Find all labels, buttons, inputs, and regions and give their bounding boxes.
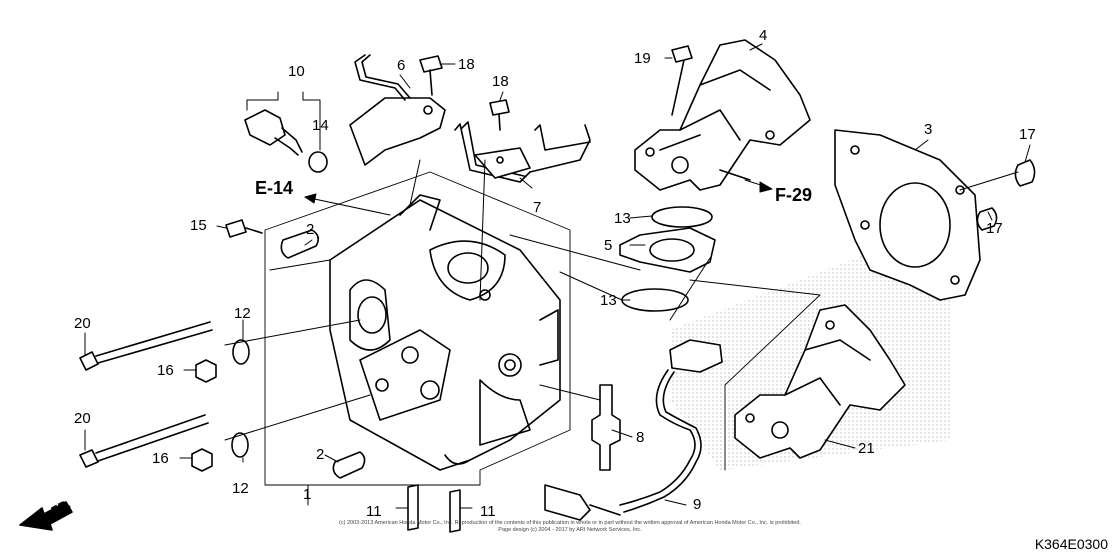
bolt-18-lower	[489, 99, 510, 131]
callout-17: 17	[986, 220, 1003, 237]
nut-16-upper	[195, 359, 217, 383]
callout-10: 10	[288, 63, 305, 80]
callout-15: 15	[190, 217, 207, 234]
stud-bolt-20-lower	[79, 414, 209, 468]
o-ring-14	[308, 151, 328, 173]
callout-21: 21	[858, 440, 875, 457]
callout-5: 5	[604, 237, 613, 254]
callout-12: 12	[232, 480, 249, 497]
throttle-body-assy-21	[734, 304, 906, 459]
callout-4: 4	[759, 27, 768, 44]
callout-2: 2	[316, 446, 325, 463]
cylinder-gasket-3	[834, 129, 981, 301]
bolt-15	[225, 219, 263, 238]
callout-6: 6	[397, 57, 406, 74]
stud-11-left	[407, 484, 419, 531]
callout-20: 20	[74, 315, 91, 332]
callout-19: 19	[634, 50, 651, 67]
callout-11: 11	[480, 503, 496, 520]
callout-16: 16	[152, 450, 169, 467]
ref-e14: E-14	[255, 178, 294, 198]
copyright-notice: (c) 2003-2013 American Honda Motor Co., …	[290, 520, 850, 534]
callout-7: 7	[533, 199, 542, 216]
gasket-5	[619, 227, 716, 273]
callout-3: 3	[924, 121, 933, 138]
stud-bolt-20-upper	[79, 321, 213, 371]
diagram-code: K364E0300	[1034, 536, 1108, 552]
callout-13: 13	[600, 292, 617, 309]
washer-12-upper	[232, 339, 250, 365]
nut-16-lower	[191, 448, 213, 472]
callout-18: 18	[492, 73, 509, 90]
dowel-17-lower	[976, 207, 998, 231]
callout-2: 2	[306, 221, 315, 238]
callout-17: 17	[1019, 126, 1036, 143]
copyright-line-1: (c) 2003-2013 American Honda Motor Co., …	[339, 520, 801, 526]
callout-11: 11	[366, 503, 382, 520]
bolt-19	[671, 45, 693, 116]
callout-9: 9	[693, 496, 702, 513]
temp-sensor-10	[244, 109, 303, 156]
washer-12-lower	[231, 432, 249, 458]
ref-f29: F-29	[775, 185, 813, 205]
copyright-line-2: Page design (c) 2004 - 2017 by ARI Netwo…	[498, 527, 642, 533]
front-arrow-icon	[19, 501, 73, 531]
bolt-18-upper	[419, 55, 443, 96]
callout-14: 14	[312, 117, 329, 134]
cylinder-head	[329, 194, 561, 471]
dowel-17-upper	[1014, 159, 1036, 187]
gasket-5-bore	[649, 238, 695, 262]
spark-plug-8	[591, 384, 621, 471]
dowel-pin-upper	[280, 229, 320, 259]
throttle-body-4	[634, 39, 811, 191]
callout-13: 13	[614, 210, 631, 227]
callout-18: 18	[458, 56, 475, 73]
callout-12: 12	[234, 305, 251, 322]
assembly-21-bracket	[724, 294, 821, 471]
callout-16: 16	[157, 362, 174, 379]
stud-11-right	[449, 489, 461, 533]
o-ring-13-upper	[651, 206, 713, 228]
sensor-9	[544, 339, 723, 521]
callout-1: 1	[303, 486, 312, 503]
callout-8: 8	[636, 429, 645, 446]
callout-20: 20	[74, 410, 91, 427]
assembly-outline	[264, 171, 571, 486]
head-cover-6	[349, 54, 446, 166]
pipe-bracket-7	[454, 121, 591, 183]
dowel-pin-lower	[332, 451, 366, 479]
